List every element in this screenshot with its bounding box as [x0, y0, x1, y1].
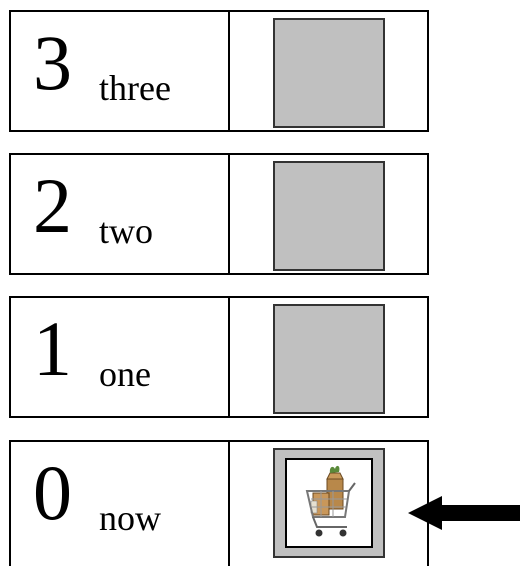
- countdown-word: two: [99, 211, 153, 251]
- countdown-row-now: 0 now: [9, 440, 429, 566]
- photo-frame: [285, 458, 373, 548]
- shopping-cart-icon: [305, 465, 356, 537]
- countdown-row-one: 1 one: [9, 296, 429, 418]
- countdown-word: now: [99, 498, 161, 538]
- row-divider: [228, 155, 230, 273]
- countdown-row-two: 2 two: [9, 153, 429, 275]
- blank-card: [273, 161, 385, 271]
- countdown-number: 1: [33, 305, 72, 392]
- countdown-row-three: 3 three: [9, 10, 429, 132]
- row-divider: [228, 298, 230, 416]
- countdown-number: 0: [33, 449, 72, 536]
- left-arrow-icon: [408, 496, 520, 530]
- countdown-word: one: [99, 354, 151, 394]
- countdown-number: 2: [33, 162, 72, 249]
- blank-card: [273, 304, 385, 414]
- row-divider: [228, 12, 230, 130]
- row-divider: [228, 442, 230, 566]
- activity-card: [273, 448, 385, 558]
- countdown-number: 3: [33, 19, 72, 106]
- blank-card: [273, 18, 385, 128]
- countdown-word: three: [99, 68, 171, 108]
